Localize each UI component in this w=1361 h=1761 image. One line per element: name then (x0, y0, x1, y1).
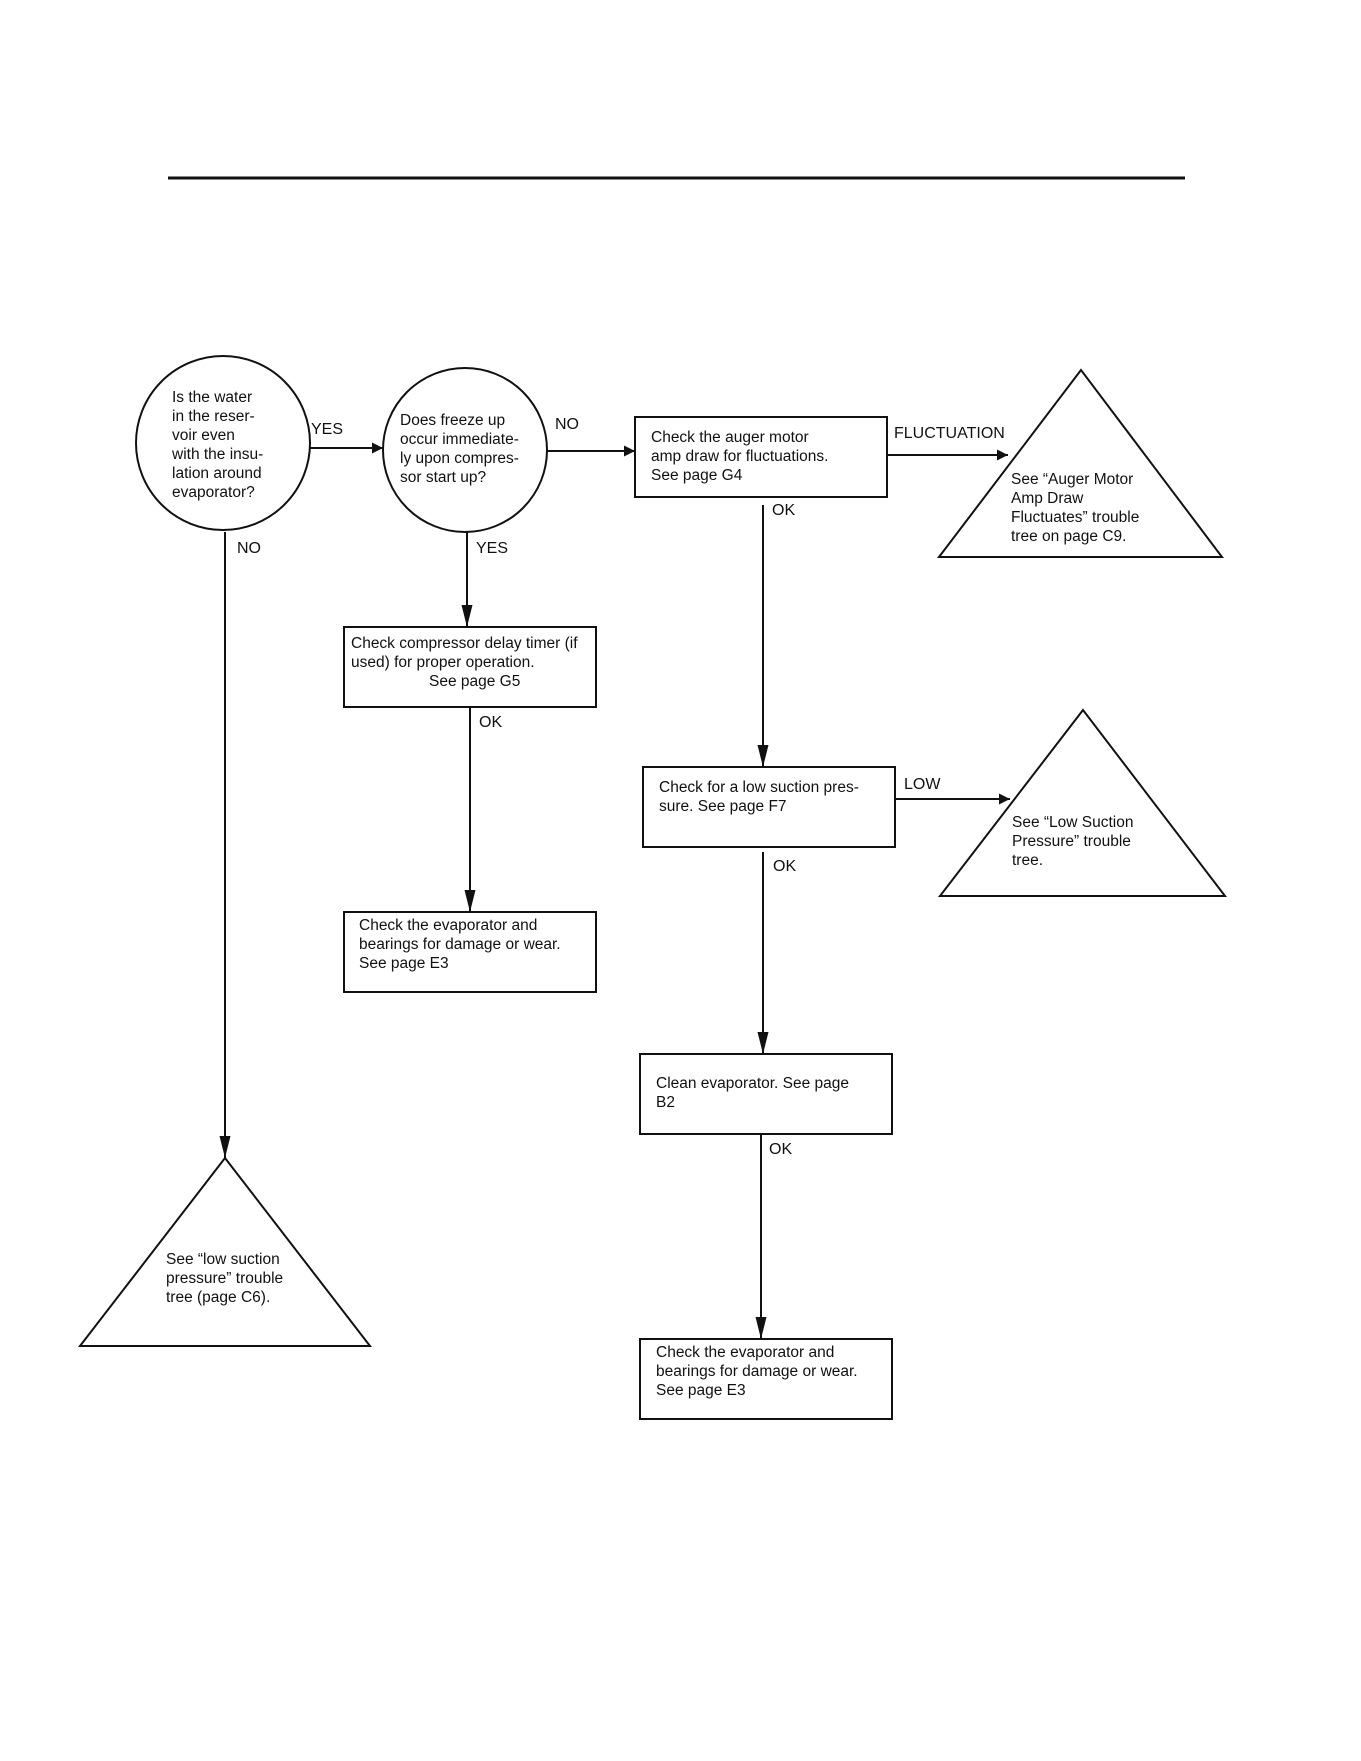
edge-label-auger-ok: OK (772, 502, 796, 519)
triangle-low-ref (77, 1156, 373, 1347)
edge-label-water-yes: YES (311, 421, 344, 438)
edge-label-water-no: NO (237, 540, 261, 557)
box-suction-shape (642, 766, 896, 848)
triangle-suction-ref (937, 708, 1228, 897)
edge-label-freeze-yes: YES (476, 540, 509, 557)
box-suction-text: Check for a low suction pres-sure. See p… (659, 779, 859, 815)
box-evap2-shape (639, 1338, 893, 1420)
decision-water-circle (135, 355, 311, 531)
edge-label-delay-ok: OK (479, 714, 503, 731)
edge-label-freeze-no: NO (555, 416, 579, 433)
edge-label-suction-ok: OK (773, 858, 797, 875)
box-clean-shape (639, 1053, 893, 1135)
edge-label-auger-fluctuation: FLUCTUATION (894, 425, 1005, 442)
box-evap1-shape (343, 911, 597, 993)
edge-label-suction-low: LOW (904, 776, 941, 793)
triangle-auger-ref (936, 368, 1225, 558)
edge-label-clean-ok: OK (769, 1141, 793, 1158)
box-auger-shape (634, 416, 888, 498)
